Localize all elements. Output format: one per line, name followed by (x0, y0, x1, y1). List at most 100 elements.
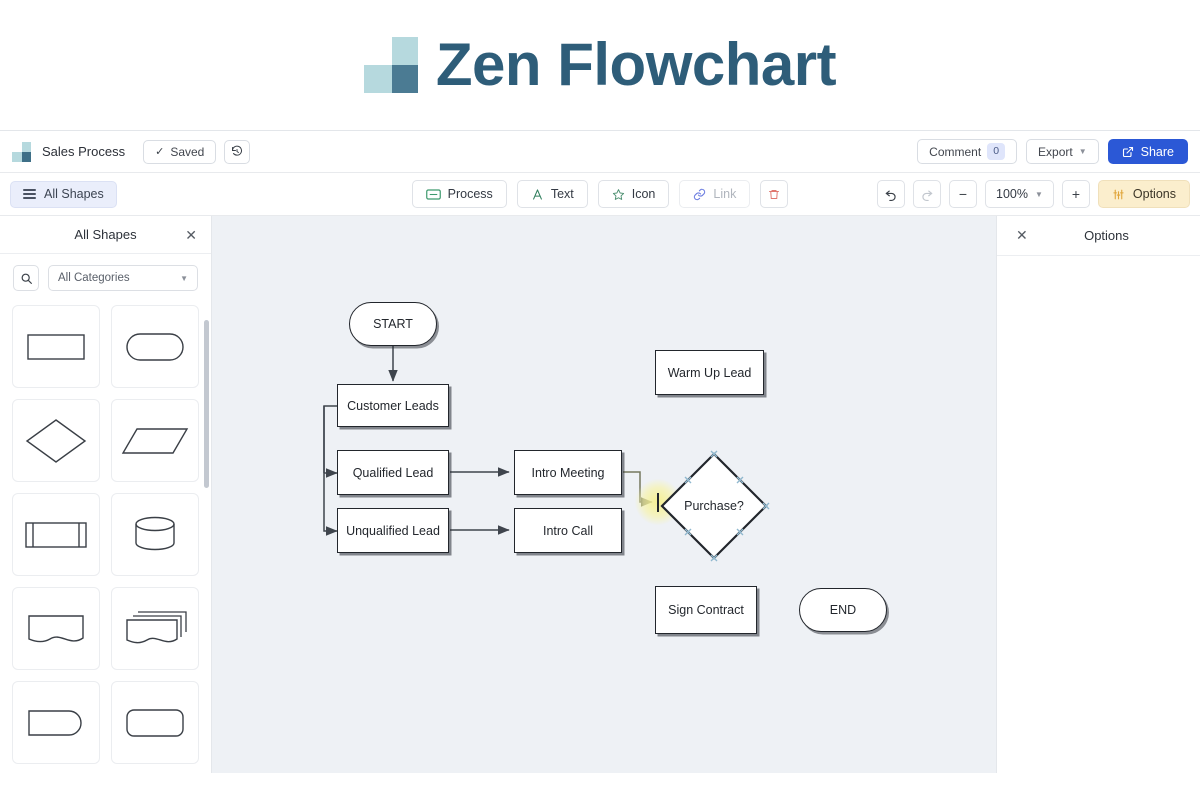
top-bar: Sales Process ✓ Saved Comment 0 Export ▼ (0, 131, 1200, 173)
external-link-icon (1122, 146, 1133, 157)
flowchart-canvas[interactable]: START Customer Leads Qualified Lead Unqu… (212, 216, 996, 773)
brand-title: Zen Flowchart (435, 31, 837, 98)
all-shapes-toggle-button[interactable]: All Shapes (10, 180, 117, 208)
tool-bar-right-group: − 100% ▼ + Options (877, 180, 1190, 208)
flow-node-label: END (829, 603, 857, 617)
options-panel-header: ✕ Options (997, 216, 1200, 256)
undo-button[interactable] (877, 180, 905, 208)
zoom-in-button[interactable]: + (1061, 180, 1090, 208)
flow-node-label: Intro Call (542, 523, 594, 538)
add-link-button[interactable]: Link (679, 180, 751, 208)
text-label: Text (550, 187, 574, 201)
saved-label: Saved (170, 144, 205, 159)
add-process-button[interactable]: Process (411, 180, 507, 208)
connector-endpoint-bar (657, 493, 659, 512)
search-button[interactable] (13, 265, 39, 291)
flow-node-label: Purchase? (684, 499, 744, 513)
process-shape-icon (425, 188, 441, 200)
shapes-panel-scrollbar[interactable] (204, 320, 209, 488)
redo-arrow-icon (922, 190, 933, 201)
shape-document[interactable] (12, 587, 100, 670)
flow-node-label: Unqualified Lead (346, 523, 440, 538)
chevron-down-icon: ▼ (1078, 147, 1087, 156)
flow-node-label: START (373, 317, 413, 331)
trash-icon (769, 189, 780, 199)
share-label: Share (1140, 144, 1174, 159)
shapes-grid (0, 301, 211, 773)
zen-flowchart-logo-icon (363, 37, 418, 93)
category-select[interactable]: All Categories ▼ (48, 265, 198, 291)
zoom-level-value: 100% (996, 187, 1028, 201)
flow-node-end[interactable]: END (799, 588, 887, 632)
comment-label: Comment (929, 144, 982, 159)
brand-banner: Zen Flowchart (0, 0, 1200, 130)
options-button-label: Options (1132, 187, 1176, 201)
zoom-out-label: − (958, 186, 968, 202)
options-button[interactable]: Options (1097, 180, 1190, 208)
flow-node-customer-leads[interactable]: Customer Leads (337, 384, 449, 427)
shape-rectangle[interactable] (12, 305, 100, 388)
star-icon (612, 188, 624, 200)
flow-node-label: Warm Up Lead (667, 365, 752, 380)
comment-button[interactable]: Comment 0 (917, 139, 1018, 164)
flow-node-sign-contract[interactable]: Sign Contract (655, 586, 757, 634)
flow-node-label: Customer Leads (347, 398, 439, 413)
shape-database-cylinder[interactable] (111, 493, 199, 576)
flow-node-label: Intro Meeting (531, 465, 605, 480)
history-clock-icon (232, 145, 243, 156)
flow-node-start[interactable]: START (349, 302, 437, 346)
options-panel-title: Options (1084, 228, 1129, 243)
options-panel: ✕ Options (996, 216, 1200, 773)
text-letter-a-icon (532, 188, 542, 200)
check-icon: ✓ (155, 146, 165, 158)
export-label: Export (1038, 144, 1073, 159)
shape-diamond[interactable] (12, 399, 100, 482)
sliders-icon (1113, 189, 1124, 199)
flow-node-qualified-lead[interactable]: Qualified Lead (337, 450, 449, 495)
process-label: Process (447, 187, 493, 201)
shapes-search-row: All Categories ▼ (0, 254, 211, 301)
undo-arrow-icon (885, 190, 896, 201)
link-label: Link (713, 187, 737, 201)
flow-node-warm-up-lead[interactable]: Warm Up Lead (655, 350, 764, 395)
shape-multi-document[interactable] (111, 587, 199, 670)
top-bar-actions: Comment 0 Export ▼ Share (917, 139, 1188, 164)
app-body: All Shapes ✕ All Categories ▼ (0, 216, 1200, 773)
saved-status-button[interactable]: ✓ Saved (143, 139, 217, 164)
close-icon[interactable]: ✕ (185, 226, 197, 243)
share-button[interactable]: Share (1107, 139, 1188, 164)
add-icon-button[interactable]: Icon (597, 180, 670, 208)
chevron-down-icon: ▼ (1034, 189, 1043, 199)
flow-node-intro-call[interactable]: Intro Call (514, 508, 622, 553)
all-shapes-toggle-label: All Shapes (44, 187, 104, 201)
comment-count-badge: 0 (987, 143, 1006, 160)
shape-predefined-process[interactable] (12, 493, 100, 576)
export-button[interactable]: Export ▼ (1026, 139, 1099, 164)
shapes-panel: All Shapes ✕ All Categories ▼ (0, 216, 212, 773)
tool-bar: All Shapes Process Text Icon (0, 173, 1200, 216)
document-title[interactable]: Sales Process (42, 144, 126, 159)
add-text-button[interactable]: Text (516, 180, 588, 208)
delete-button[interactable] (760, 180, 789, 208)
shape-parallelogram[interactable] (111, 399, 199, 482)
app-window: Sales Process ✓ Saved Comment 0 Export ▼ (0, 130, 1200, 773)
flow-node-purchase-decision[interactable]: Purchase? (656, 448, 772, 564)
zoom-in-label: + (1071, 186, 1080, 202)
flow-node-label: Qualified Lead (352, 465, 434, 480)
app-logo-icon[interactable] (12, 141, 31, 162)
search-icon (21, 273, 32, 284)
shapes-panel-title: All Shapes (74, 227, 137, 242)
shape-delay[interactable] (12, 681, 100, 764)
shape-rounded-rectangle[interactable] (111, 681, 199, 764)
version-history-button[interactable] (224, 139, 251, 164)
chevron-down-icon: ▼ (180, 273, 188, 283)
flow-node-unqualified-lead[interactable]: Unqualified Lead (337, 508, 449, 553)
category-select-value: All Categories (58, 272, 130, 284)
flow-node-intro-meeting[interactable]: Intro Meeting (514, 450, 622, 495)
shape-stadium[interactable] (111, 305, 199, 388)
redo-button[interactable] (913, 180, 941, 208)
zoom-out-button[interactable]: − (949, 180, 977, 208)
close-icon[interactable]: ✕ (1016, 227, 1028, 243)
zoom-level-select[interactable]: 100% ▼ (985, 180, 1054, 208)
diamond-shape-icon (660, 450, 770, 562)
